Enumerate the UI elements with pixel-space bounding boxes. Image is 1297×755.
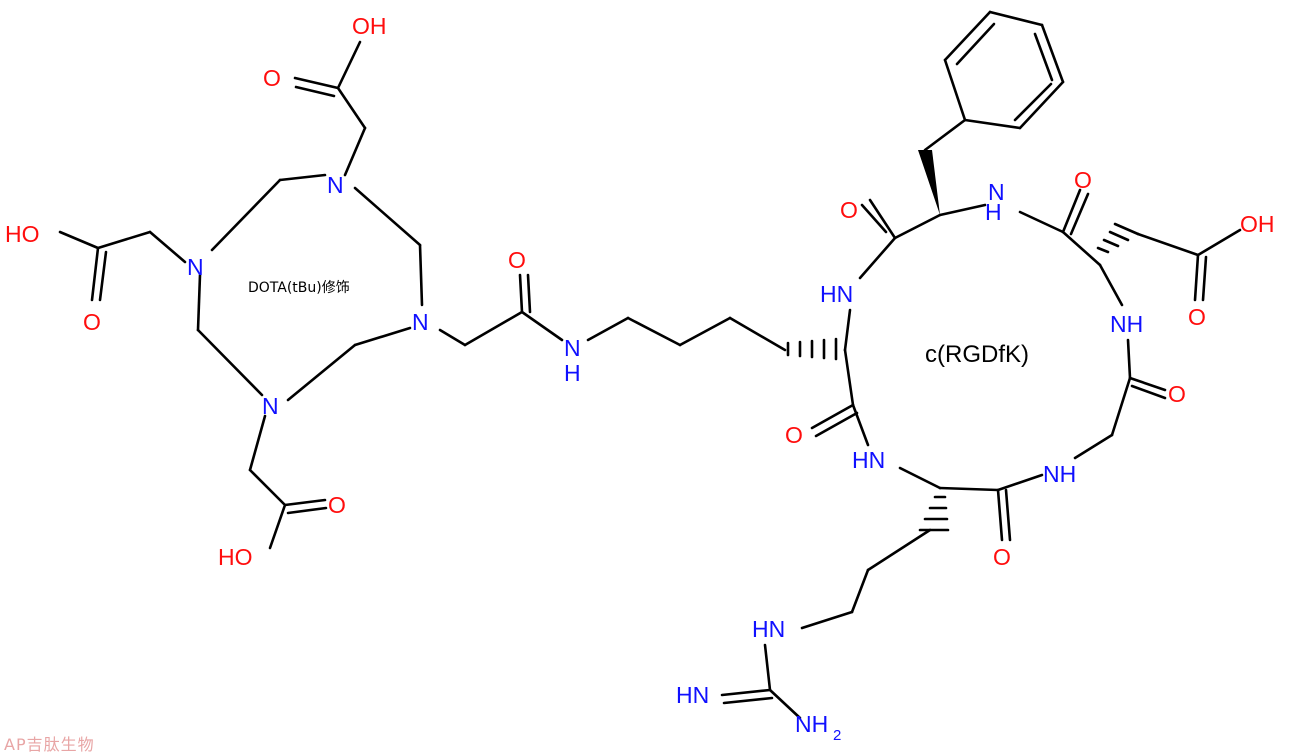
atom-o-top: O — [263, 65, 281, 91]
atom-o-left: O — [83, 309, 101, 335]
atom-o-amide: O — [508, 247, 526, 273]
atom-nh2-subscript: 2 — [833, 727, 841, 744]
atom-n-ring-right: N — [412, 309, 429, 335]
watermark-logo: AP吉肽生物 — [4, 735, 95, 754]
atom-o-asp: O — [1188, 304, 1206, 330]
atom-h-amide: H — [564, 360, 581, 386]
atom-o-arg-backbone: O — [993, 544, 1011, 570]
atom-ho-left: HO — [5, 221, 40, 247]
atom-oh-asp: OH — [1240, 211, 1275, 237]
atom-o-bottom: O — [328, 492, 346, 518]
atom-n-ring-bottom: N — [262, 393, 279, 419]
atom-o-asp-backbone: O — [1074, 167, 1092, 193]
atom-nh2: NH — [795, 711, 828, 737]
atom-nh-phe: H — [985, 199, 1002, 225]
atom-labels: OH O N HO O N N N O HO O N H O HN H N O … — [5, 13, 1275, 744]
atom-n-amide: N — [564, 335, 581, 361]
atom-o-phe: O — [840, 197, 858, 223]
bond-lines — [58, 10, 1242, 720]
atom-hn-arg: HN — [852, 447, 885, 473]
atom-n-ring-left: N — [187, 254, 204, 280]
atom-n-ring-top: N — [327, 172, 344, 198]
caption-peptide: c(RGDfK) — [925, 341, 1029, 368]
atom-oh-top: OH — [352, 13, 387, 39]
atom-hn-lys: HN — [820, 281, 853, 307]
atom-o-gly: O — [1168, 381, 1186, 407]
atom-hn-guanidine: HN — [752, 616, 785, 642]
atom-ho-bottom: HO — [218, 544, 253, 570]
atom-o-lys: O — [785, 422, 803, 448]
atom-nh-asp: NH — [1110, 311, 1143, 337]
atom-nh-gly: NH — [1043, 461, 1076, 487]
atom-n-phe: N — [988, 179, 1005, 205]
caption-dota: DOTA(tBu)修饰 — [248, 280, 350, 296]
atom-hn-imine: HN — [676, 682, 709, 708]
